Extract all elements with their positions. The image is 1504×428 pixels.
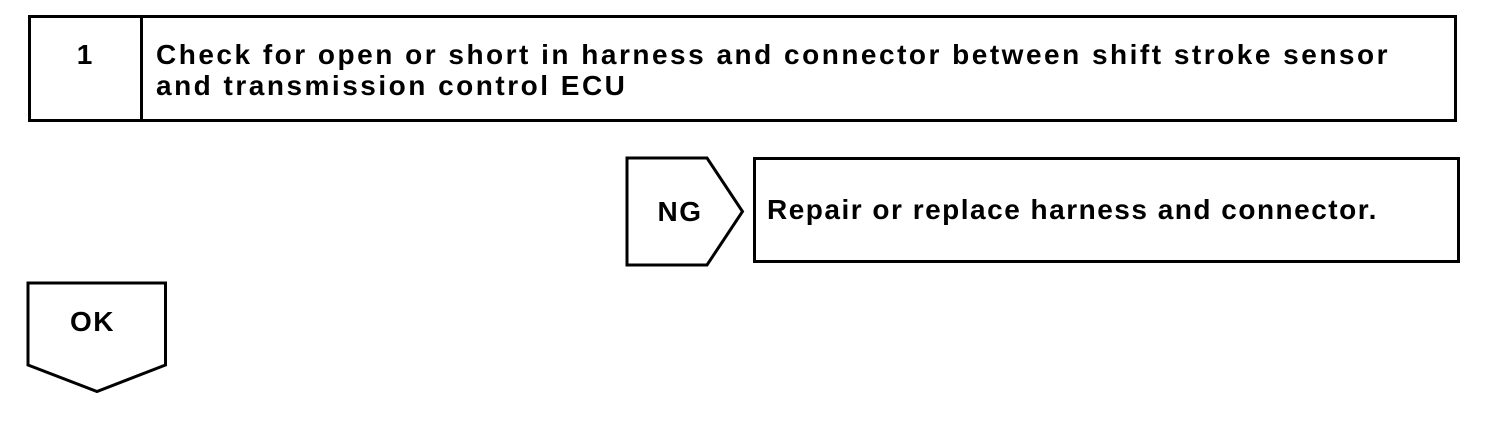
ok-label: OK [70,305,115,337]
ok-pointer: OK [26,281,168,394]
ng-pointer-shape [625,156,745,267]
ok-pentagon-outline [26,281,167,394]
step-title-cell: Check for open or short in harness and c… [143,18,1454,119]
ng-pointer: NG [625,156,745,267]
ng-pentagon-outline [625,156,745,267]
step-title: Check for open or short in harness and c… [156,39,1390,101]
step-number-cell: 1 [31,18,143,119]
ok-pointer-shape [26,281,167,394]
step-box: 1 Check for open or short in harness and… [28,15,1457,122]
step-number: 1 [76,39,95,70]
ng-label: NG [657,195,703,227]
ng-action-text: Repair or replace harness and connector. [767,194,1378,225]
ng-action-box: Repair or replace harness and connector. [753,157,1460,263]
